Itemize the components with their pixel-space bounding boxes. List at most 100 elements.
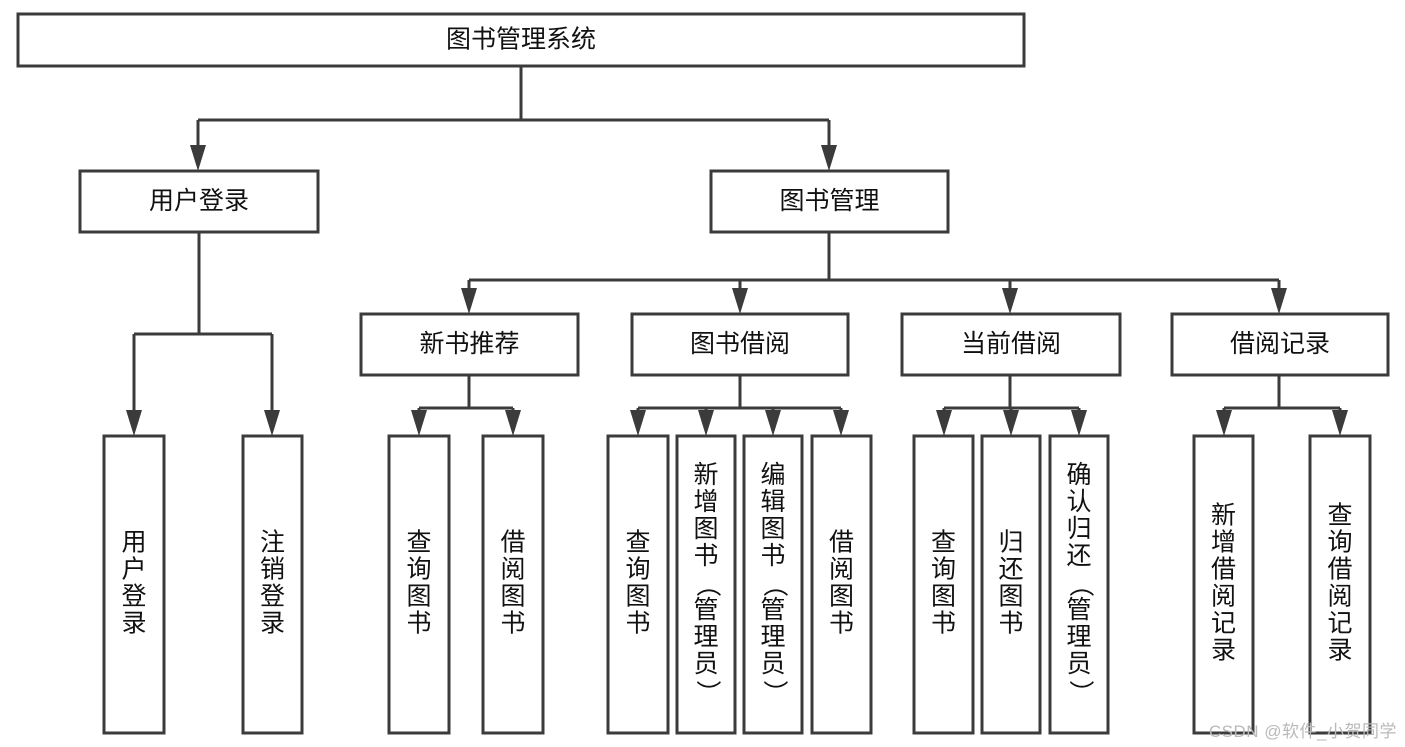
level3-node-box[interactable] [630,312,850,377]
leaf-label-char: 管 [760,596,785,624]
leaf-label-char: 登 [121,583,146,611]
leaf-label-char: 询 [931,556,956,584]
leaf-label-char: 理 [693,623,718,651]
level3-node-box[interactable] [359,312,580,377]
leaf-label-char: 书 [760,542,785,570]
leaf-node-box[interactable] [606,434,670,735]
connector-records-to-leaves [1216,375,1348,436]
leaf-node-box[interactable] [912,434,975,735]
leaf-label-char: 图 [760,515,785,543]
leaf-label-char: 新 [1211,502,1236,530]
level3-node-label: 图书借阅 [690,330,790,358]
level2-node-box[interactable] [78,169,320,234]
root-node-box[interactable] [16,12,1026,68]
level3-node-1[interactable]: 图书借阅 [630,312,850,377]
leaf-label-char: 注 [260,529,285,557]
arrow-head-icon [1271,288,1287,314]
leaf-label-char: 图 [829,583,854,611]
leaf-label-char: 员 [1066,650,1091,678]
leaf-label-char: 图 [998,583,1023,611]
leaf-node-box[interactable] [481,434,545,735]
leaf-node-0[interactable]: 用户登录 [102,434,166,735]
level3-node-0[interactable]: 新书推荐 [359,312,580,377]
leaf-node-box[interactable] [1308,434,1372,735]
level3-node-label: 新书推荐 [419,330,519,358]
edges-layer [126,66,1348,436]
leaf-label-char: 录 [1327,637,1352,665]
root-node[interactable]: 图书管理系统 [16,12,1026,68]
leaf-label-char: 借 [1327,556,1352,584]
level2-node-label: 图书管理 [779,187,879,215]
level2-node-0[interactable]: 用户登录 [78,169,320,234]
leaf-label-char: 阅 [500,556,525,584]
leaf-label-char: ） [1066,680,1094,705]
arrow-head-icon [126,410,142,436]
level2-node-1[interactable]: 图书管理 [709,169,950,234]
leaf-label-char: 员 [693,650,718,678]
connector-userlogin-to-leaves [126,232,280,436]
arrow-head-icon [505,410,521,436]
level2-node-box[interactable] [709,169,950,234]
leaf-node-box[interactable] [241,434,304,735]
leaf-node-box[interactable] [1192,434,1255,735]
arrow-head-icon [1216,410,1232,436]
connector-root-to-level2 [190,66,837,171]
leaf-label-char: 登 [260,583,285,611]
leaf-node-box[interactable] [980,434,1042,735]
leaf-label-char: （ [1066,572,1094,597]
leaf-label-char: 归 [998,529,1023,557]
leaf-node-box[interactable] [1048,434,1110,735]
arrow-head-icon [698,410,714,436]
leaf-label-char: 理 [1066,623,1091,651]
leaf-node-box[interactable] [675,434,737,735]
arrow-head-icon [1003,410,1019,436]
leaf-label-char: 查 [406,529,431,557]
level3-node-box[interactable] [900,312,1122,377]
leaf-label-char: 书 [406,610,431,638]
connector-newbook-to-leaves [411,375,521,436]
arrow-head-icon [1071,410,1087,436]
leaf-label-char: 图 [693,515,718,543]
arrow-head-icon [630,410,646,436]
connector-borrow-to-leaves [630,375,849,436]
leaf-node-box[interactable] [102,434,166,735]
leaf-label-char: 借 [829,529,854,557]
leaf-label-char: 图 [500,583,525,611]
leaf-label-char: 阅 [1327,583,1352,611]
level3-node-box[interactable] [1170,312,1390,377]
leaf-node-box[interactable] [810,434,873,735]
leaf-label-char: 记 [1211,610,1236,638]
level2-node-label: 用户登录 [149,187,249,215]
leaf-label-char: （ [693,572,721,597]
arrow-head-icon [821,145,837,171]
leaf-label-char: 借 [500,529,525,557]
level3-node-2[interactable]: 当前借阅 [900,312,1122,377]
level3-node-3[interactable]: 借阅记录 [1170,312,1390,377]
leaf-label-char: 用 [121,529,146,557]
leaf-label-char: 录 [260,610,285,638]
leaf-node-box[interactable] [387,434,451,735]
leaf-label-char: 管 [693,596,718,624]
leaf-node-box[interactable] [742,434,804,735]
